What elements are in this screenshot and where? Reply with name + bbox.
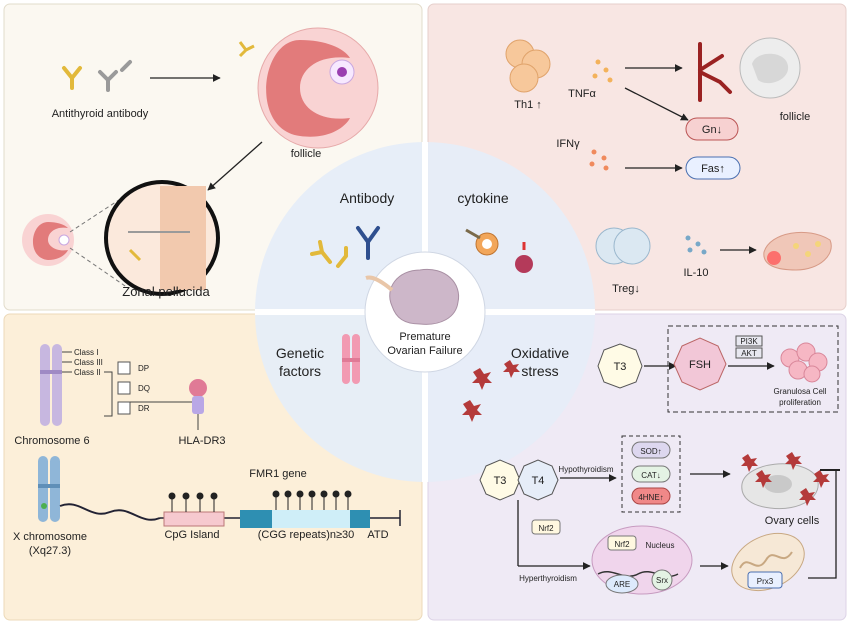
cytokine-label: cytokine [457, 190, 509, 206]
cgg-repeats-box [272, 510, 350, 528]
akt-label: AKT [741, 349, 757, 358]
tnfa-dots [592, 59, 613, 83]
hyperthyroidism-label: Hyperthyroidism [519, 574, 577, 583]
xchr-label-line1: X chromosome [13, 531, 87, 543]
xchr-label-line2: (Xq27.3) [29, 545, 71, 557]
class1-label: Class I [74, 348, 98, 357]
treg-cells-icon [595, 227, 651, 265]
x-chromosome-icon [38, 456, 60, 522]
granulosa-label-line2: proliferation [779, 398, 821, 407]
ovary-cells-label: Ovary cells [765, 515, 820, 527]
th1-cells-icon [505, 39, 551, 93]
antibody-icon-blue [356, 226, 380, 260]
hla-label: HLA-DR3 [178, 435, 225, 447]
t4-octagon [517, 459, 559, 501]
pi3k-box [735, 335, 763, 347]
fsh-label: FSH [689, 359, 711, 371]
nucleus-label: Nucleus [646, 541, 675, 550]
nrf2-label-outside: Nrf2 [538, 524, 554, 533]
antibody-icon-yellow [310, 240, 348, 268]
gn-box [685, 117, 739, 141]
follicle-label-antibody: follicle [291, 148, 322, 160]
ros-star-icons [462, 360, 520, 422]
are-label: ARE [614, 580, 630, 589]
ovary-cells-icon [741, 452, 830, 510]
prx3-box [747, 571, 783, 589]
hypothyroidism-label: Hypothyroidism [558, 465, 613, 474]
nrf2-label-inside: Nrf2 [614, 540, 630, 549]
nrf2-box-inside [607, 535, 637, 551]
tnfa-label: TNFα [568, 88, 596, 100]
ovary-icon [389, 268, 460, 325]
fsh-pathway-box [667, 325, 839, 413]
akt-box [735, 347, 763, 359]
t3-label: T3 [494, 475, 507, 487]
cat-label: CAT↓ [641, 471, 660, 480]
genetic-label-line1: Genetic [276, 345, 324, 361]
zonal-pellucida-illustration [22, 180, 220, 296]
cgg-label: (CGG repeats)n≥30 [258, 529, 355, 541]
genetic-label-line2: factors [279, 363, 321, 379]
t3-octagon [479, 459, 521, 501]
follicle-cell-icon [739, 37, 801, 99]
center-title-line2: Ovarian Failure [387, 345, 462, 357]
chromosome-6-label: Chromosome 6 [14, 435, 89, 447]
fsh-octagon [673, 337, 727, 391]
dr-label: DR [138, 404, 150, 413]
ovary-tissue-icon [763, 231, 832, 271]
t3-label-top: T3 [614, 361, 627, 373]
methylation-pins [168, 490, 352, 512]
pi3k-label: PI3K [740, 337, 758, 346]
antioxidant-box [621, 435, 681, 513]
cpg-label: CpG Island [164, 529, 219, 541]
cpg-island-box [163, 511, 225, 527]
il10-dots [685, 235, 707, 255]
ifng-dots [589, 149, 609, 171]
srx-label: Srx [656, 576, 668, 585]
hla-dr3-receptor-icon [189, 379, 207, 430]
follicle-label-cytokine: follicle [780, 111, 811, 123]
cat-box [631, 465, 671, 483]
antibody-label: Antibody [340, 190, 394, 206]
antithyroid-antibody-icons [62, 60, 132, 92]
hne-label: 4HNE↑ [638, 493, 663, 502]
gn-label: Gn↓ [702, 124, 722, 136]
hne-box [631, 487, 671, 505]
t4-label: T4 [532, 475, 545, 487]
atd-label: ATD [367, 529, 388, 541]
dp-label: DP [138, 364, 149, 373]
oxidative-label-line1: Oxidative [511, 345, 570, 361]
fas-label: Fas↑ [701, 163, 725, 175]
granulosa-cells-icon [780, 342, 828, 383]
oxidative-label-line2: stress [521, 363, 558, 379]
chromosome-icon-center [342, 334, 360, 384]
class2-label: Class II [74, 368, 101, 377]
dna-strand-icon [59, 503, 161, 521]
t3-octagon-top [597, 343, 643, 389]
blood-vessel-icon [698, 42, 732, 102]
cell-icon-red [515, 255, 533, 273]
prx3-label: Prx3 [757, 577, 774, 586]
granulosa-label-line1: Granulosa Cell [774, 387, 827, 396]
class3-label: Class III [74, 358, 103, 367]
th1-label: Th1 ↑ [514, 99, 542, 111]
antithyroid-label: Antithyroid antibody [52, 108, 149, 120]
fas-box [685, 156, 741, 180]
srx-circle [651, 569, 673, 591]
dq-label: DQ [138, 384, 150, 393]
sod-label: SOD↑ [640, 447, 661, 456]
fmr1-label: FMR1 gene [249, 468, 306, 480]
follicle-illustration [238, 27, 379, 149]
zonal-label: Zonal pellucida [122, 284, 210, 299]
are-element [605, 574, 639, 594]
chromosome-6-icon [40, 344, 62, 426]
nrf2-box-outside [531, 519, 561, 535]
il10-label: IL-10 [683, 267, 708, 279]
center-title-line1: Premature [399, 331, 450, 343]
sod-box [631, 441, 671, 459]
treg-label: Treg↓ [612, 283, 640, 295]
ifng-label: IFNγ [556, 138, 580, 150]
